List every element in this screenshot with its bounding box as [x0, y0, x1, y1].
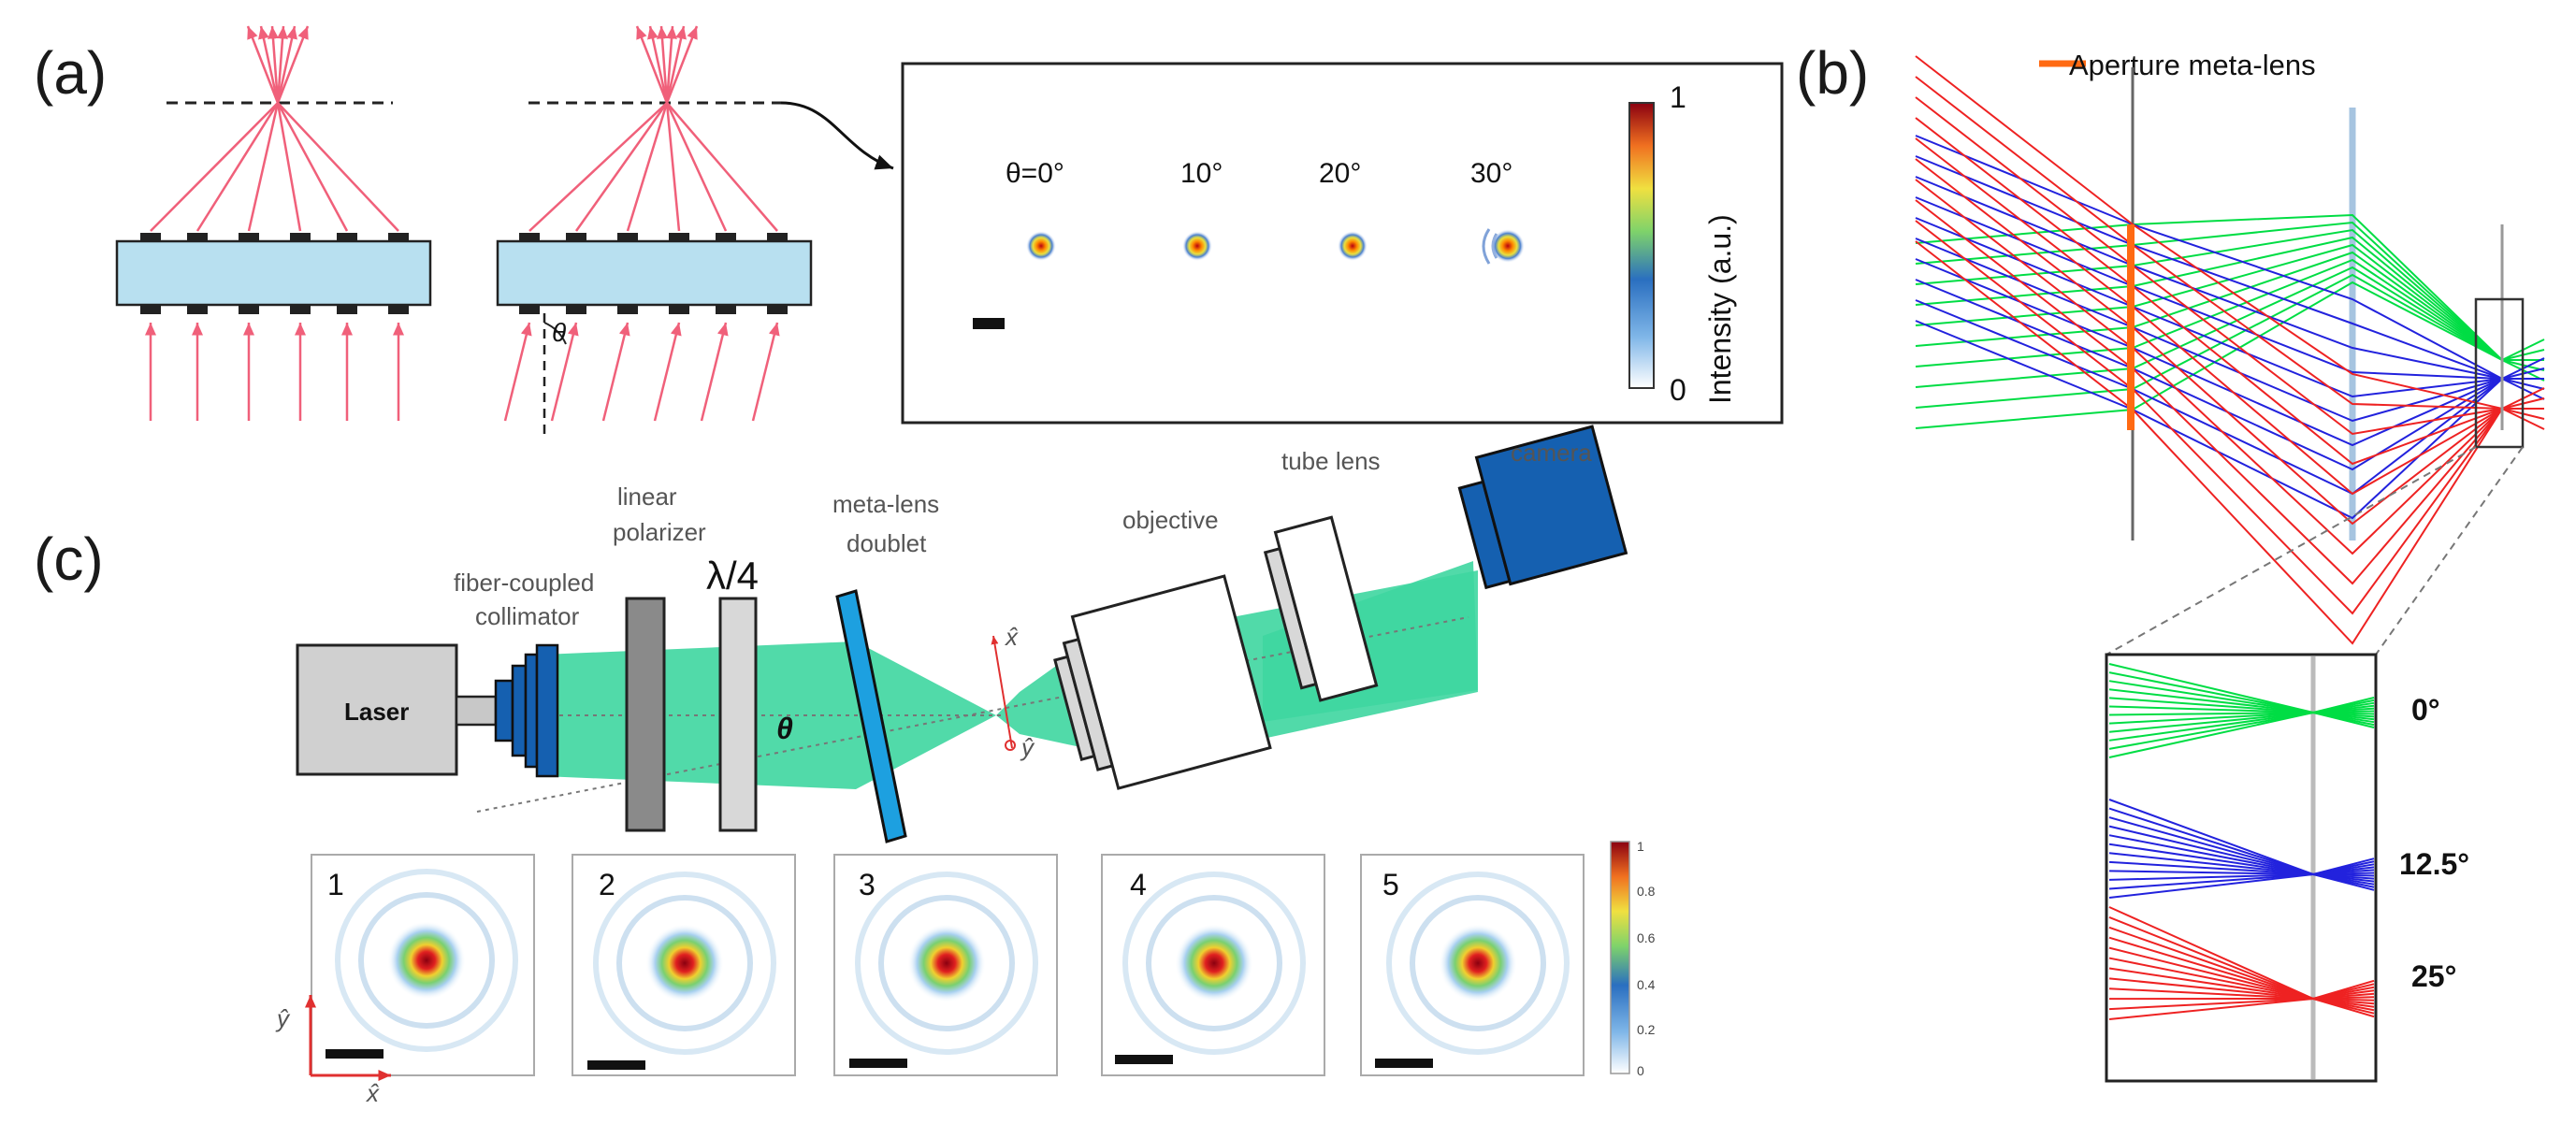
tilt-angle-label: θ — [776, 712, 793, 745]
psf-tile-2: 2 — [572, 854, 796, 1076]
metalens-normal-incidence — [115, 25, 432, 421]
collimator-label-2: collimator — [475, 602, 580, 630]
psf-colorbar-tick-1: 1 — [1637, 839, 1644, 854]
psf-spot-0 — [1026, 231, 1056, 261]
psf-angle-20: 20° — [1319, 158, 1361, 189]
polarizer-label-1: linear — [617, 483, 677, 511]
psf-colorbar — [1610, 841, 1630, 1074]
colorbar-max: 1 — [1670, 80, 1686, 114]
psf-tile-label-5: 5 — [1382, 868, 1399, 901]
psf-tiles: 1 2 3 4 — [275, 839, 1656, 1107]
psf-colorbar-tick-08: 0.8 — [1637, 884, 1656, 899]
psf-tile-label-1: 1 — [327, 868, 344, 901]
psf-colorbar-tick-06: 0.6 — [1637, 930, 1656, 945]
camera-label: camera — [1511, 439, 1592, 467]
angle-label-0: 0° — [2411, 693, 2440, 727]
psf-angle-30: 30° — [1470, 158, 1512, 189]
doublet-label-1: meta-lens — [832, 490, 939, 518]
metalens-doublet — [835, 589, 907, 843]
objective-label: objective — [1122, 506, 1219, 534]
metalens-oblique-incidence: θ — [496, 25, 894, 440]
objective — [1053, 574, 1272, 790]
camera — [1457, 425, 1628, 590]
panel-label-a: (a) — [34, 39, 107, 107]
colorbar-min: 0 — [1670, 373, 1686, 407]
psf-tile-5: 5 — [1360, 854, 1585, 1076]
waveplate-label: λ/4 — [706, 554, 759, 598]
tube-lens — [1263, 515, 1379, 702]
psf-angle-labels: θ=0° 10° 20° 30° — [1006, 158, 1512, 189]
polarizer-label-2: polarizer — [613, 518, 706, 546]
tile-y-label: ŷ — [275, 1004, 291, 1032]
psf-tile-label-3: 3 — [859, 868, 876, 901]
psf-tile-3: 3 — [833, 854, 1058, 1076]
psf-inset: θ=0° 10° 20° 30° 1 0 Intensity (a.u.) — [901, 62, 1784, 425]
focal-zoom-inset: 0° 12.5° 25° — [2105, 653, 2469, 1083]
laser-beam — [543, 570, 1478, 789]
psf-tile-label-2: 2 — [599, 868, 615, 901]
tile-axes: ŷ x̂ — [275, 995, 391, 1107]
incidence-angle-label: θ — [552, 318, 566, 347]
linear-polarizer — [625, 597, 666, 832]
psf-colorbar-tick-0: 0 — [1637, 1063, 1644, 1078]
psf-angle-10: 10° — [1180, 158, 1223, 189]
focal-y-label: ŷ — [1020, 733, 1035, 761]
aperture-legend: Aperture meta-lens — [2069, 49, 2316, 81]
colorbar-title: Intensity (a.u.) — [1703, 214, 1737, 404]
psf-tile-4: 4 — [1101, 854, 1325, 1076]
psf-spot-20 — [1338, 231, 1368, 261]
psf-angle-0: θ=0° — [1006, 158, 1064, 189]
psf-tile-1: 1 — [311, 854, 535, 1076]
psf-spot-30 — [1482, 228, 1525, 265]
angle-label-12-5: 12.5° — [2399, 847, 2469, 881]
psf-colorbar-tick-02: 0.2 — [1637, 1022, 1656, 1037]
optical-setup: Laser fiber-coupled collimator linear po… — [296, 425, 1628, 843]
laser-label: Laser — [344, 698, 409, 726]
angle-label-25: 25° — [2411, 959, 2456, 993]
doublet-label-2: doublet — [847, 529, 927, 557]
intensity-colorbar — [1628, 102, 1655, 389]
collimator-label-1: fiber-coupled — [454, 569, 594, 597]
psf-tile-label-4: 4 — [1130, 868, 1147, 901]
quarter-wave-plate — [718, 597, 758, 832]
psf-scale-bar — [973, 318, 1005, 329]
focal-x-label: x̂ — [1004, 623, 1019, 651]
psf-colorbar-ticks: 1 0.8 0.6 0.4 0.2 0 — [1637, 839, 1656, 1078]
laser — [296, 643, 458, 776]
panel-label-b: (b) — [1796, 39, 1869, 107]
focal-zoom-box — [2474, 297, 2525, 449]
ray-trace-diagram: Aperture meta-lens — [1915, 49, 2545, 656]
tile-x-label: x̂ — [365, 1079, 380, 1107]
panel-label-c: (c) — [34, 526, 104, 593]
fiber-coupled-collimator — [494, 643, 559, 778]
psf-colorbar-tick-04: 0.4 — [1637, 977, 1656, 992]
focal-axes: x̂ ŷ — [991, 623, 1035, 761]
tube-lens-label: tube lens — [1281, 447, 1381, 475]
psf-spot-10 — [1182, 231, 1212, 261]
